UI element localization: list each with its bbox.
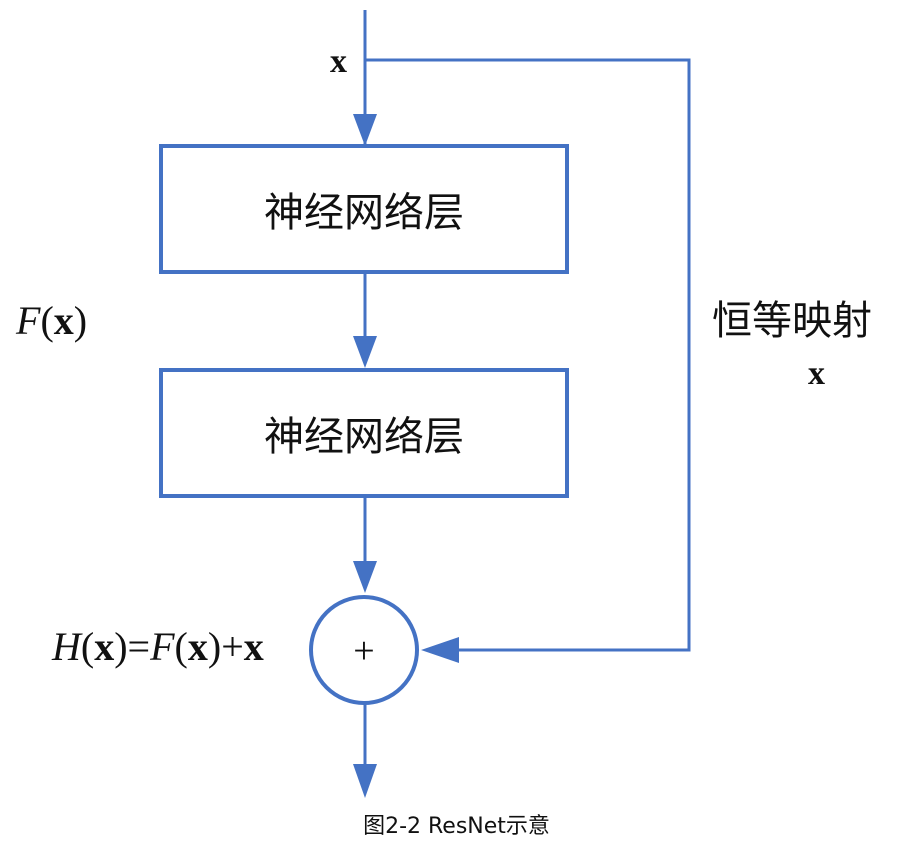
output-arrowhead <box>353 764 377 798</box>
residual-function-arg: x <box>54 298 74 343</box>
layer1-box <box>159 144 569 274</box>
figure-caption: 图2-2 ResNet示意 <box>363 814 550 839</box>
layer2-label: 神经网络层 <box>264 414 464 460</box>
layer2-to-add-arrowhead <box>353 561 377 593</box>
output-rhs-func: F <box>149 624 175 669</box>
residual-function-name: F <box>15 298 41 343</box>
output-lhs-func: H <box>51 624 83 669</box>
output-equation: H(x)=F(x)+x <box>51 624 264 669</box>
skip-connection-line <box>365 58 691 652</box>
output-rhs-arg: x <box>188 624 208 669</box>
layer1-to-layer2-arrowhead <box>353 336 377 368</box>
residual-function-label: F(x) <box>15 298 87 343</box>
skip-connection-arrowhead <box>421 637 459 663</box>
identity-mapping-var: x <box>808 355 825 392</box>
layer2-box <box>159 368 569 498</box>
input-label: x <box>330 43 347 80</box>
input-arrowhead <box>353 114 377 146</box>
output-lhs-arg: x <box>94 624 114 669</box>
layer1-label: 神经网络层 <box>264 190 464 236</box>
identity-mapping-label: 恒等映射 <box>712 298 872 344</box>
output-plus: + <box>221 624 244 669</box>
output-equals: = <box>128 624 151 669</box>
output-rhs-var: x <box>244 624 264 669</box>
add-node-symbol: + <box>353 630 374 672</box>
